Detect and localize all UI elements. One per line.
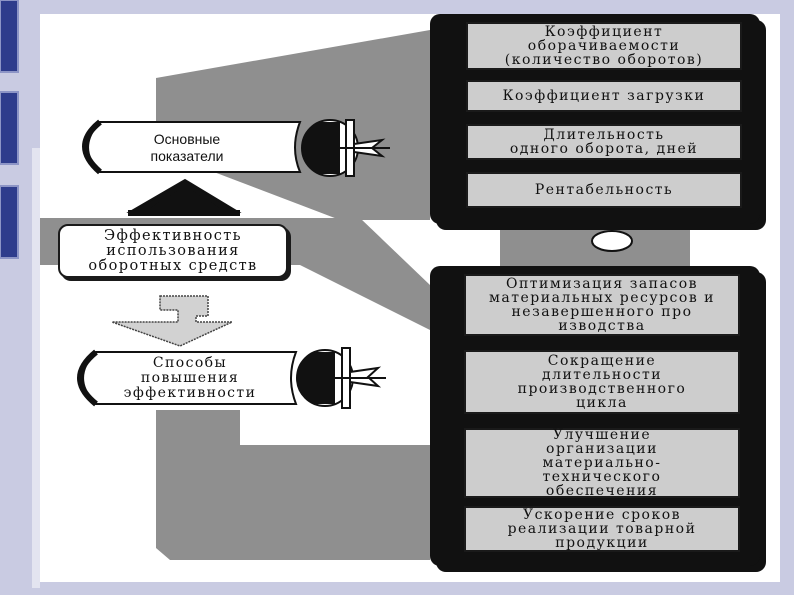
indicator-turnover-duration: Длительность одного оборота, дней [466,124,742,160]
indicator-load-ratio: Коэффициент загрузки [466,80,742,112]
indicator-turnover-ratio: Коэффициент оборачиваемости (количество … [466,22,742,70]
method-improve-logistics: Улучшение организации материально- техни… [464,428,740,498]
pin-icon [301,119,390,177]
down-arrow-icon [111,295,233,347]
center-hole [591,230,633,252]
method-reduce-cycle: Сокращение длительности производственног… [464,350,740,414]
slide-frame-top [0,0,794,14]
up-arrow-base [128,210,240,216]
method-speed-sales: Ускорение сроков реализации товарной про… [464,506,740,552]
basic-indicators-label: Основные показатели [150,131,224,164]
slide-inner-strip [32,148,40,588]
pin-icon [296,347,386,409]
efficiency-box: Эффективность использования оборотных ср… [58,224,288,278]
accent-bar-3 [0,185,19,259]
accent-bar-1 [0,0,19,73]
accent-bar-2 [0,91,19,165]
ways-scroll-curl [77,349,98,407]
method-optimize-stocks: Оптимизация запасов материальных ресурсо… [464,274,740,336]
ways-label: Способы повышения эффективности [123,354,257,401]
indicator-profitability: Рентабельность [466,172,742,208]
connector-lower [156,410,430,560]
up-arrow-icon-inner [150,186,220,208]
slide-frame-bottom [0,582,794,595]
slide-frame-right [780,0,794,595]
basic-indicators-scroll-curl [82,119,103,175]
